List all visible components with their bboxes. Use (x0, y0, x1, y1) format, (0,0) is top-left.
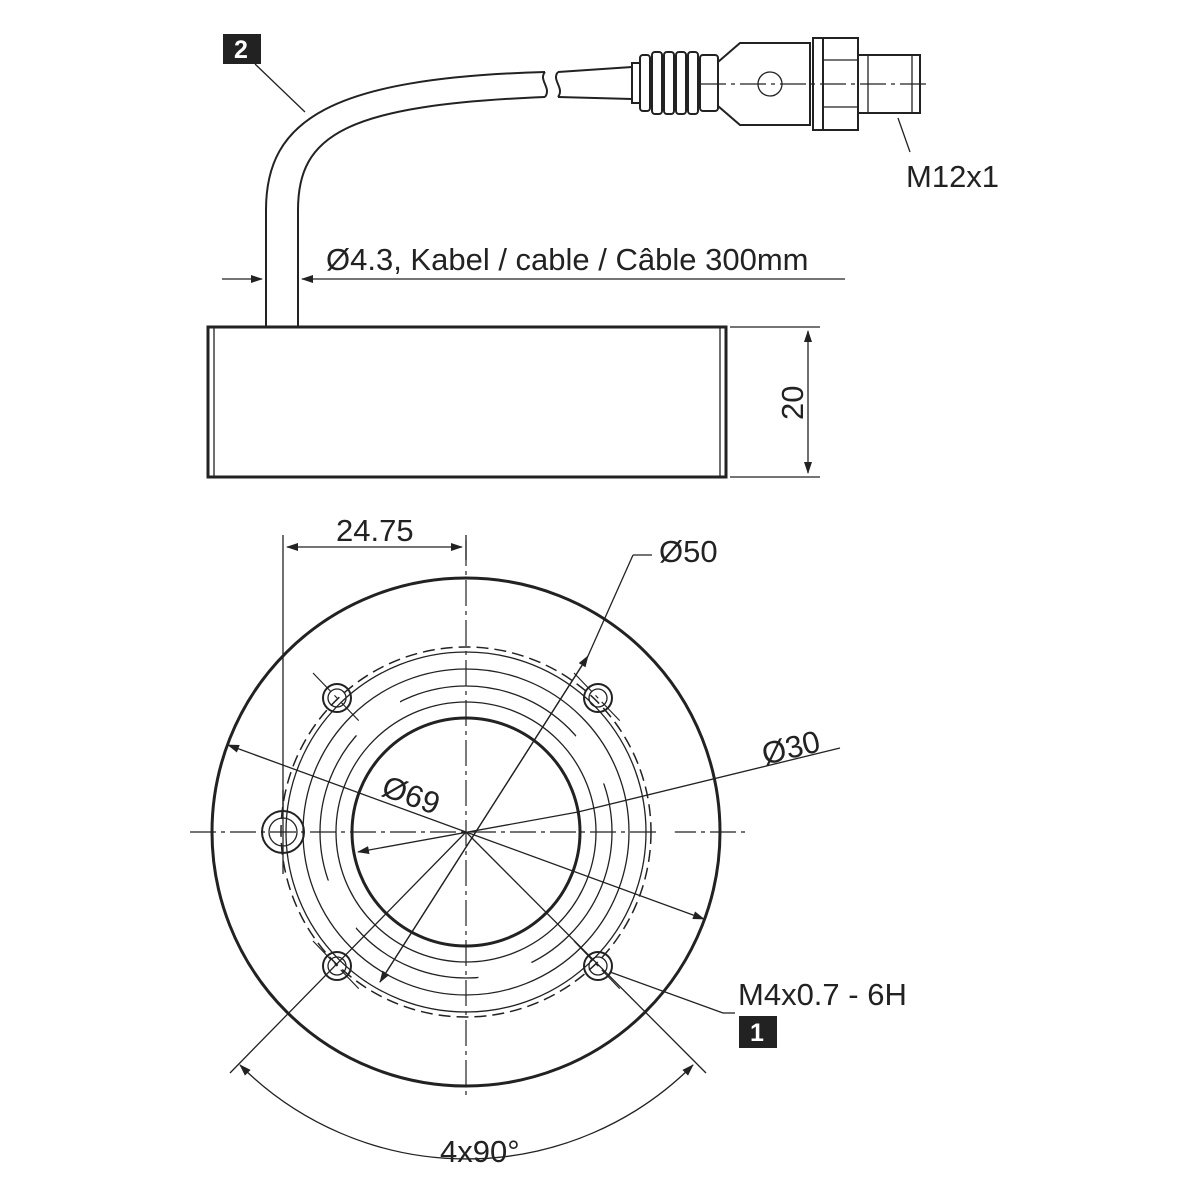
side-view: M12x1 2 Ø4.3, Kabel / cable / Câble 300m… (206, 34, 999, 479)
m12-connector (631, 37, 930, 153)
bolt-circle-label: Ø50 (659, 534, 718, 569)
badge-2: 2 (223, 34, 306, 113)
top-view: 24.75 Ø50 Ø30 Ø69 1 M4x0.7 - 6H (190, 513, 907, 1169)
outer-diameter-dimension (227, 744, 705, 920)
thread-callout: 1 (609, 971, 777, 1048)
ring-body-side (206, 325, 728, 479)
angle-label: 4x90° (440, 1134, 520, 1169)
offset-label: 24.75 (336, 513, 414, 548)
inner-bore (350, 716, 582, 948)
inner-diameter-label: Ø30 (758, 724, 823, 772)
angle-dimension (229, 831, 707, 1160)
cable-label: Ø4.3, Kabel / cable / Câble 300mm (326, 242, 808, 277)
height-dimension (730, 326, 820, 478)
cable (265, 66, 633, 327)
badge-2-text: 2 (234, 36, 248, 64)
thread-label: M4x0.7 - 6H (738, 977, 907, 1012)
outer-ring (210, 576, 722, 1088)
connector-label: M12x1 (906, 159, 999, 194)
slots (291, 598, 675, 1066)
threaded-holes (312, 672, 623, 992)
badge-1 (739, 1016, 777, 1048)
badge-1-text: 1 (750, 1019, 764, 1047)
outer-diameter-label: Ø69 (378, 769, 445, 822)
bolt-circle-dimension (379, 554, 652, 983)
inner-diameter-dimension (357, 747, 841, 854)
height-label: 20 (775, 386, 810, 420)
offset-dimension (282, 535, 467, 810)
